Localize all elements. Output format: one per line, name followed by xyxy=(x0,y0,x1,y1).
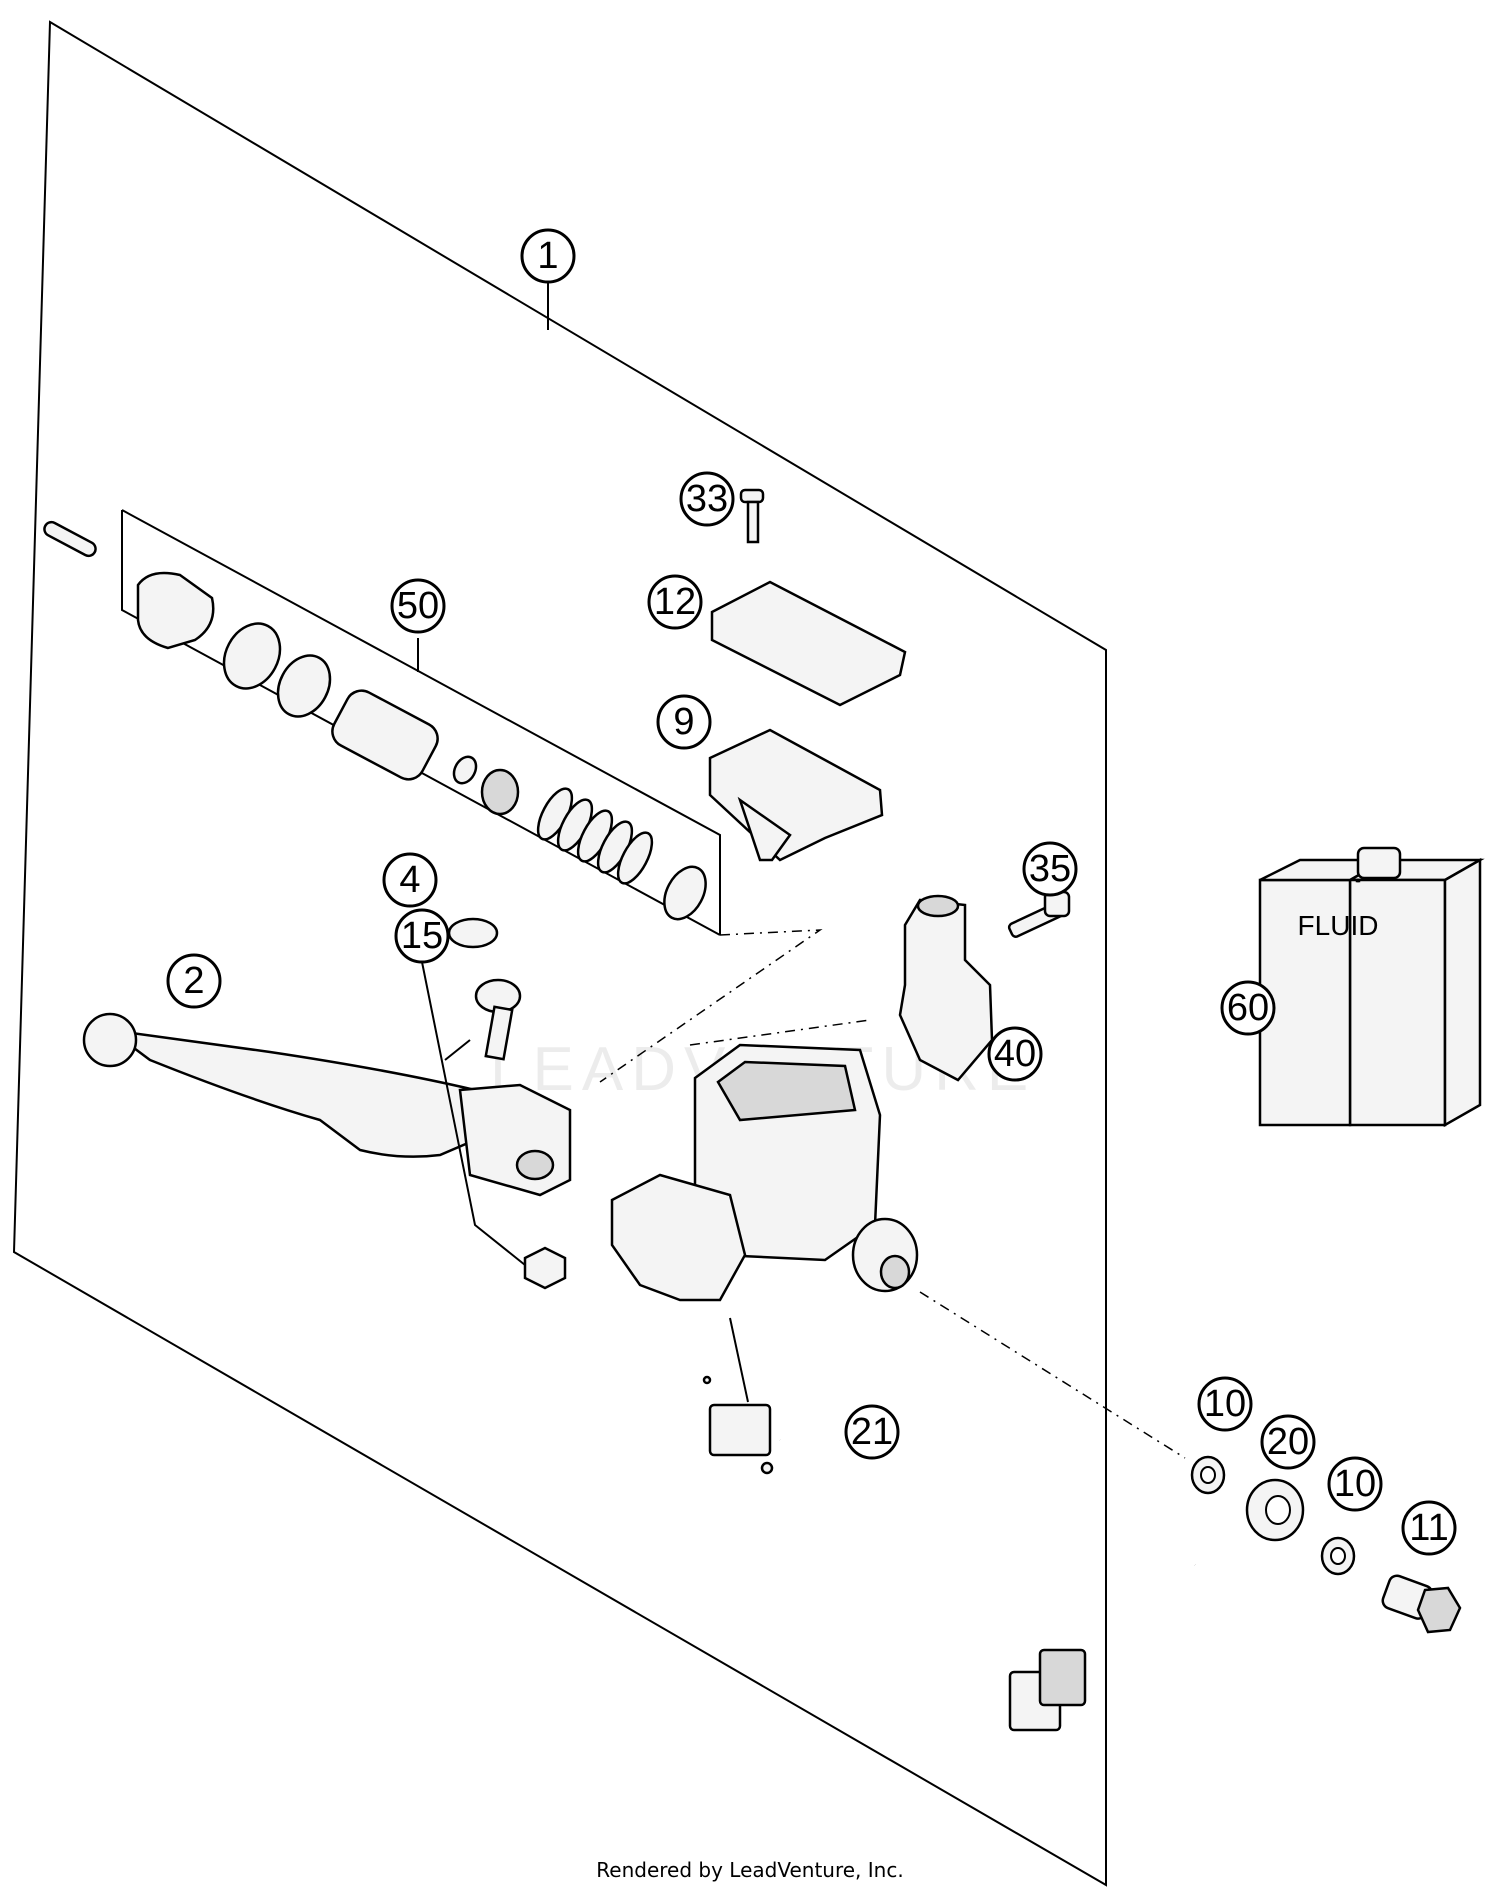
pushrod xyxy=(43,520,97,558)
reservoir-recess xyxy=(716,1060,857,1122)
svg-text:2: 2 xyxy=(183,960,204,1002)
svg-text:40: 40 xyxy=(994,1033,1036,1075)
callout-4: 4 xyxy=(382,852,438,908)
callout-40: 40 xyxy=(987,1026,1043,1082)
reservoir-cover xyxy=(710,580,907,707)
copper-washer-10a-hole xyxy=(1200,1466,1216,1484)
callout-20: 20 xyxy=(1260,1414,1316,1470)
seal-ring-b xyxy=(276,654,332,718)
piston xyxy=(331,689,439,781)
callout-10a: 10 xyxy=(1197,1376,1253,1432)
clamp-hole xyxy=(916,894,960,918)
brake-light-switch xyxy=(702,1317,774,1475)
fluid-label: FLUID xyxy=(1298,910,1379,941)
svg-text:11: 11 xyxy=(1409,1507,1448,1549)
callout-50: 50 xyxy=(390,578,446,634)
return-spring xyxy=(536,787,654,885)
pivot-nut xyxy=(523,1246,567,1290)
callout-35: 35 xyxy=(1022,841,1078,897)
callout-21: 21 xyxy=(844,1404,900,1460)
pivot-bolt-15 xyxy=(474,978,522,1061)
spring-cup xyxy=(480,768,520,816)
switch-connector xyxy=(1008,1648,1087,1732)
diaphragm xyxy=(708,728,884,862)
washer-4 xyxy=(447,917,499,949)
callout-10b: 10 xyxy=(1327,1456,1383,1512)
callout-33: 33 xyxy=(679,471,735,527)
outlet-port-bore xyxy=(879,1254,911,1290)
leader-15b xyxy=(444,1039,471,1061)
screw-33 xyxy=(739,488,765,544)
svg-text:4: 4 xyxy=(399,859,420,901)
assembly-outline xyxy=(12,20,1107,1887)
svg-text:50: 50 xyxy=(397,585,439,627)
lever-ball-end xyxy=(82,1012,138,1068)
switch-cable xyxy=(779,1439,1011,1732)
group-50-bracket xyxy=(121,510,721,936)
small-oring xyxy=(452,755,478,785)
svg-text:10: 10 xyxy=(1204,1383,1246,1425)
svg-text:1: 1 xyxy=(537,235,558,277)
callout-12: 12 xyxy=(647,574,703,630)
leader-15 xyxy=(421,961,526,1266)
piston-kit xyxy=(43,520,707,921)
brake-lever xyxy=(105,1028,477,1158)
lever-pivot-block xyxy=(458,1083,572,1197)
callout-11: 11 xyxy=(1401,1500,1457,1556)
group-50-bracket-top xyxy=(121,509,721,935)
copper-washer-10b-hole xyxy=(1330,1547,1346,1565)
svg-text:12: 12 xyxy=(654,581,696,623)
svg-text:20: 20 xyxy=(1267,1421,1309,1463)
svg-text:60: 60 xyxy=(1227,987,1269,1029)
svg-text:9: 9 xyxy=(673,701,694,743)
axis-line-lever xyxy=(689,1019,871,1046)
callout-2: 2 xyxy=(166,953,222,1009)
end-oring xyxy=(663,865,707,921)
diaphragm-lower xyxy=(737,796,792,862)
seal-ring-a xyxy=(222,622,282,690)
lever-pivot-hole xyxy=(515,1149,555,1181)
brake-fluid-bottle xyxy=(1258,846,1485,1128)
callout-9: 9 xyxy=(656,694,712,750)
callout-15: 15 xyxy=(394,908,450,964)
master-cylinder-mount xyxy=(610,1173,747,1302)
axis-line-banjo xyxy=(919,1291,1186,1459)
axis-line-spring xyxy=(599,929,823,1083)
svg-text:33: 33 xyxy=(686,478,728,520)
svg-text:10: 10 xyxy=(1334,1463,1376,1505)
svg-text:35: 35 xyxy=(1029,848,1071,890)
switch-cable-inner xyxy=(779,1438,1011,1733)
banjo-bolt xyxy=(1381,1574,1462,1634)
screw-35 xyxy=(1007,890,1071,938)
svg-text:21: 21 xyxy=(851,1411,893,1453)
callout-60: 60 xyxy=(1220,980,1276,1036)
dust-boot xyxy=(136,571,215,650)
callout-1: 1 xyxy=(520,228,576,284)
footer-credit: Rendered by LeadVenture, Inc. xyxy=(596,1858,904,1882)
banjo-fitting xyxy=(1187,1478,1305,1566)
svg-text:15: 15 xyxy=(401,915,443,957)
